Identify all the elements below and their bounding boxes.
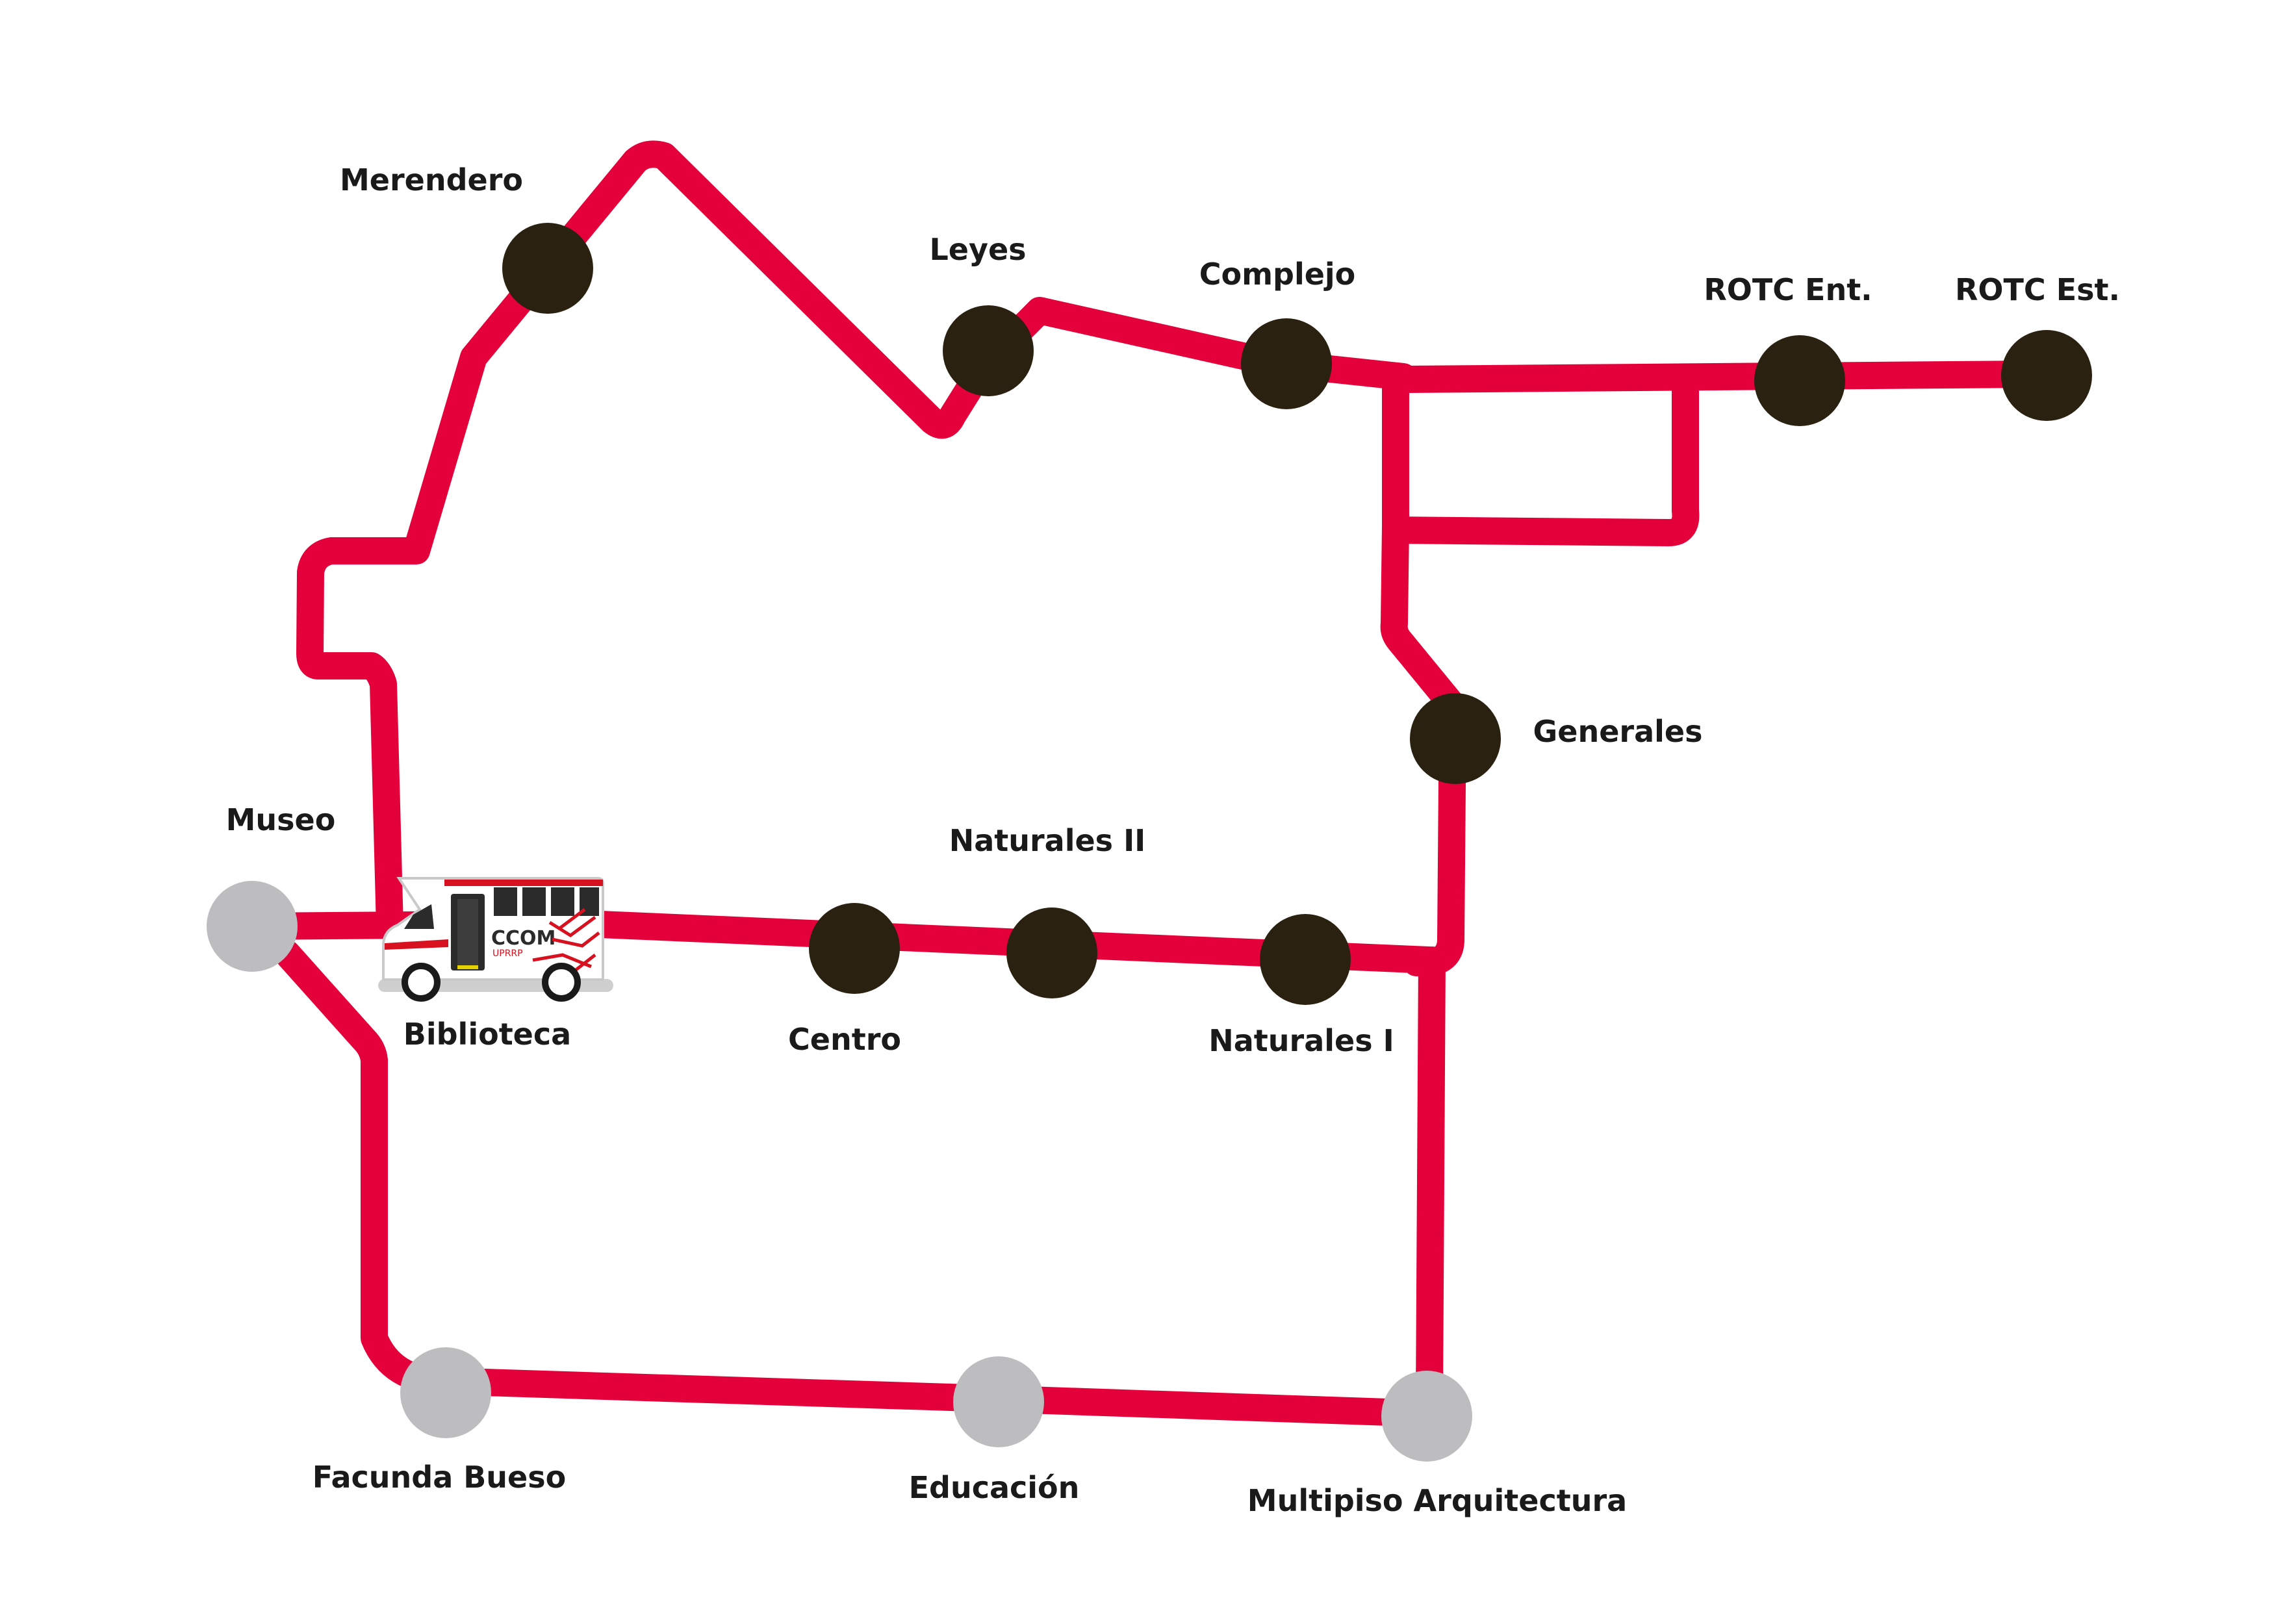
label-museo: Museo <box>226 802 336 837</box>
label-rotc-est: ROTC Est. <box>1955 272 2120 307</box>
label-leyes: Leyes <box>929 232 1026 267</box>
label-multipiso-arquitectura: Multipiso Arquitectura <box>1247 1483 1627 1518</box>
label-biblioteca: Biblioteca <box>403 1017 571 1052</box>
label-generales: Generales <box>1533 714 1703 749</box>
stop-merendero[interactable] <box>502 223 593 314</box>
bus-wheel-front <box>402 963 441 1002</box>
label-centro: Centro <box>788 1022 901 1057</box>
stop-complejo[interactable] <box>1241 318 1332 409</box>
bus-icon[interactable]: CCOM UPRRP <box>378 877 613 1002</box>
bus-logo-text: CCOM <box>491 927 556 950</box>
route-lines <box>237 140 2042 1427</box>
label-naturales-ii: Naturales II <box>949 823 1146 858</box>
stop-labels: Merendero Leyes Complejo ROTC Ent. ROTC … <box>226 162 2120 1518</box>
route-line-east-vertical <box>1416 946 1446 1412</box>
bus-sub-text: UPRRP <box>492 948 523 959</box>
label-naturales-i: Naturales I <box>1208 1023 1394 1058</box>
label-educacion: Educación <box>909 1470 1080 1505</box>
stop-multipiso-arquitectura[interactable] <box>1381 1371 1472 1462</box>
stop-leyes[interactable] <box>943 305 1034 396</box>
stop-rotc-ent[interactable] <box>1754 335 1845 426</box>
label-facunda-bueso: Facunda Bueso <box>313 1460 567 1495</box>
stop-educacion[interactable] <box>953 1356 1044 1447</box>
stop-centro[interactable] <box>809 903 900 994</box>
stop-rotc-est[interactable] <box>2001 330 2092 421</box>
label-rotc-ent: ROTC Ent. <box>1704 272 1872 307</box>
stop-naturales-ii[interactable] <box>1006 907 1097 998</box>
label-merendero: Merendero <box>340 162 523 197</box>
bus-wheel-rear <box>542 963 581 1002</box>
bus-windshield <box>404 904 434 929</box>
label-complejo: Complejo <box>1199 257 1356 292</box>
stop-naturales-i[interactable] <box>1260 914 1351 1005</box>
route-line-rotc-spur <box>1390 361 2042 393</box>
bus-stripe <box>385 939 448 950</box>
bus-graphic-decoration <box>532 908 600 974</box>
bus-body <box>382 877 604 981</box>
bus-windows <box>494 887 599 916</box>
stop-facunda-bueso[interactable] <box>400 1347 491 1438</box>
stops <box>207 223 2092 1462</box>
route-line-inner-loop <box>1382 366 1700 546</box>
stop-museo[interactable] <box>207 881 298 972</box>
stop-generales[interactable] <box>1410 693 1501 784</box>
